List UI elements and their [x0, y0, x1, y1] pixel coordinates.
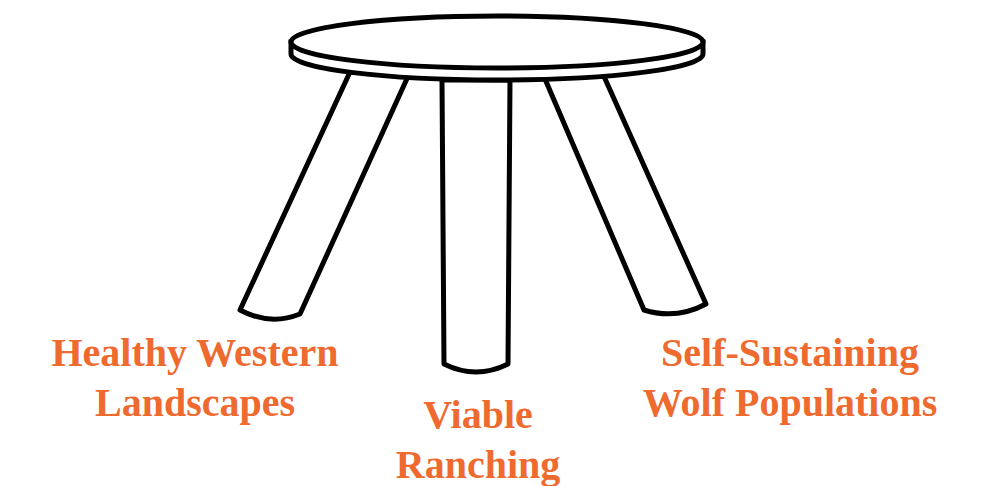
stool-legs	[240, 72, 706, 372]
left-leg	[240, 72, 410, 319]
stool-seat	[291, 16, 703, 80]
pillar-label: Viable Ranching	[378, 390, 578, 486]
seat-top	[291, 16, 703, 68]
middle-leg	[442, 80, 510, 372]
pillar-label: Healthy Western Landscapes	[35, 328, 355, 428]
pillar-label: Self-Sustaining Wolf Populations	[630, 328, 950, 428]
right-leg	[542, 72, 706, 314]
